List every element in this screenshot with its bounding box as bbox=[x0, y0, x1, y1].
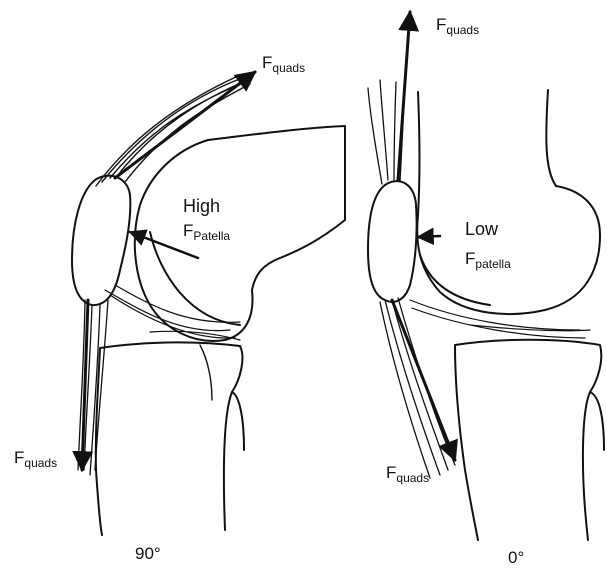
right-patellar-force-arrow bbox=[392, 300, 455, 460]
right-bottom-force-label: Fquads bbox=[386, 464, 429, 484]
left-fibula bbox=[200, 345, 212, 400]
right-femur bbox=[417, 90, 600, 314]
left-angle-label: 90° bbox=[135, 545, 161, 562]
right-top-force-label: Fquads bbox=[436, 16, 479, 36]
left-patella-force-label: FPatella bbox=[183, 222, 230, 242]
left-patella-level-label: High bbox=[183, 197, 220, 215]
force-symbol: F bbox=[262, 53, 272, 72]
left-bottom-force-label: Fquads bbox=[14, 449, 57, 469]
force-symbol: F bbox=[465, 249, 475, 268]
right-quad-force-arrow bbox=[398, 12, 410, 180]
force-symbol: F bbox=[386, 463, 396, 482]
force-subscript: Patella bbox=[193, 229, 230, 243]
left-knee-90 bbox=[72, 72, 345, 535]
left-top-force-label: Fquads bbox=[262, 54, 305, 74]
angle-text: 90° bbox=[135, 544, 161, 563]
patella-level-text: Low bbox=[465, 219, 498, 239]
right-patella-level-label: Low bbox=[465, 220, 498, 238]
left-quad-force-arrow bbox=[115, 72, 255, 178]
right-tibia bbox=[455, 340, 604, 540]
left-joint-ligaments bbox=[105, 285, 240, 340]
right-knee-0 bbox=[368, 12, 604, 540]
right-angle-label: 0° bbox=[508, 549, 524, 566]
right-joint-ligaments bbox=[410, 300, 590, 338]
force-subscript: quads bbox=[396, 471, 429, 485]
force-subscript: quads bbox=[272, 61, 305, 75]
left-patella bbox=[72, 176, 130, 305]
right-patella-force-label: Fpatella bbox=[465, 250, 511, 270]
right-patella bbox=[368, 181, 417, 302]
left-femur bbox=[135, 126, 345, 341]
force-subscript: quads bbox=[446, 23, 479, 37]
force-subscript: quads bbox=[24, 456, 57, 470]
force-symbol: F bbox=[14, 448, 24, 467]
right-patellar-tendon bbox=[380, 298, 455, 478]
patella-level-text: High bbox=[183, 196, 220, 216]
right-patella-contact-arrow bbox=[418, 236, 440, 237]
force-subscript: patella bbox=[475, 257, 510, 271]
force-symbol: F bbox=[436, 15, 446, 34]
force-symbol: F bbox=[183, 221, 193, 240]
angle-text: 0° bbox=[508, 548, 524, 567]
left-tibia bbox=[96, 342, 244, 535]
